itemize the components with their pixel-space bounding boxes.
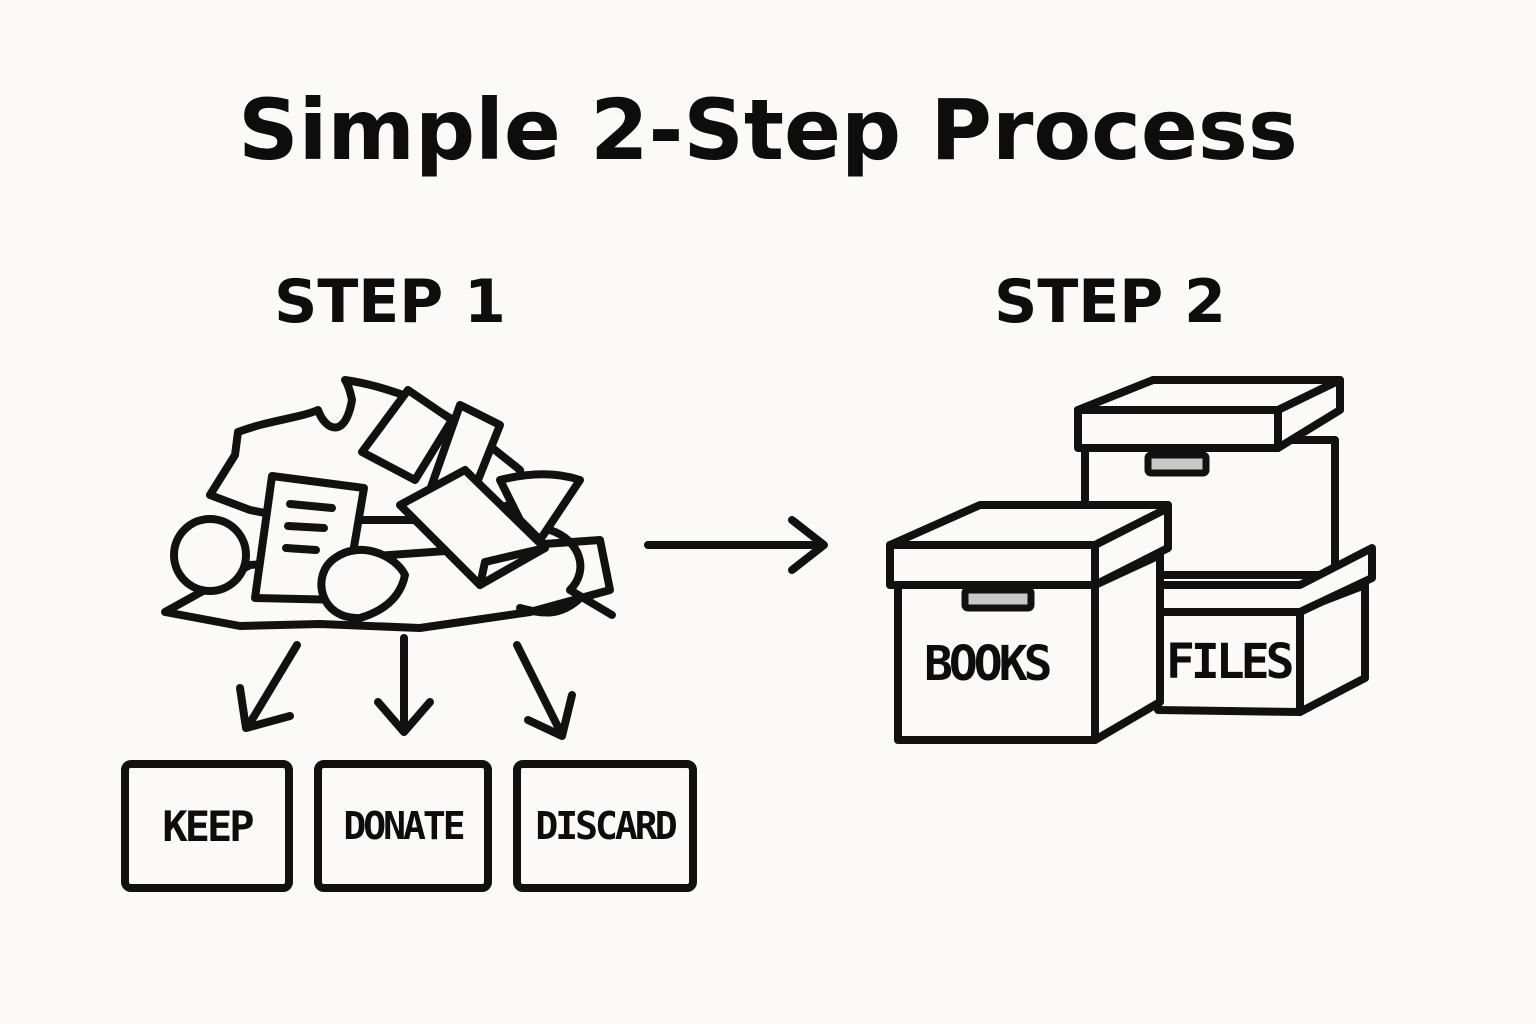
books-box-label: BOOKS — [924, 636, 1052, 692]
step-transition-arrow-icon — [644, 516, 828, 574]
step-1-label: STEP 1 — [274, 267, 506, 337]
step-2-label: STEP 2 — [994, 267, 1226, 337]
clutter-pile-icon — [161, 376, 616, 632]
donate-bin: DONATE — [314, 760, 492, 892]
files-box-label: FILES — [1166, 634, 1294, 690]
sort-arrow-icon — [236, 634, 576, 740]
discard-bin: DISCARD — [513, 760, 697, 892]
keep-bin: KEEP — [121, 760, 293, 892]
storage-box-icon — [886, 376, 1376, 744]
diagram-title: Simple 2-Step Process — [238, 81, 1298, 179]
